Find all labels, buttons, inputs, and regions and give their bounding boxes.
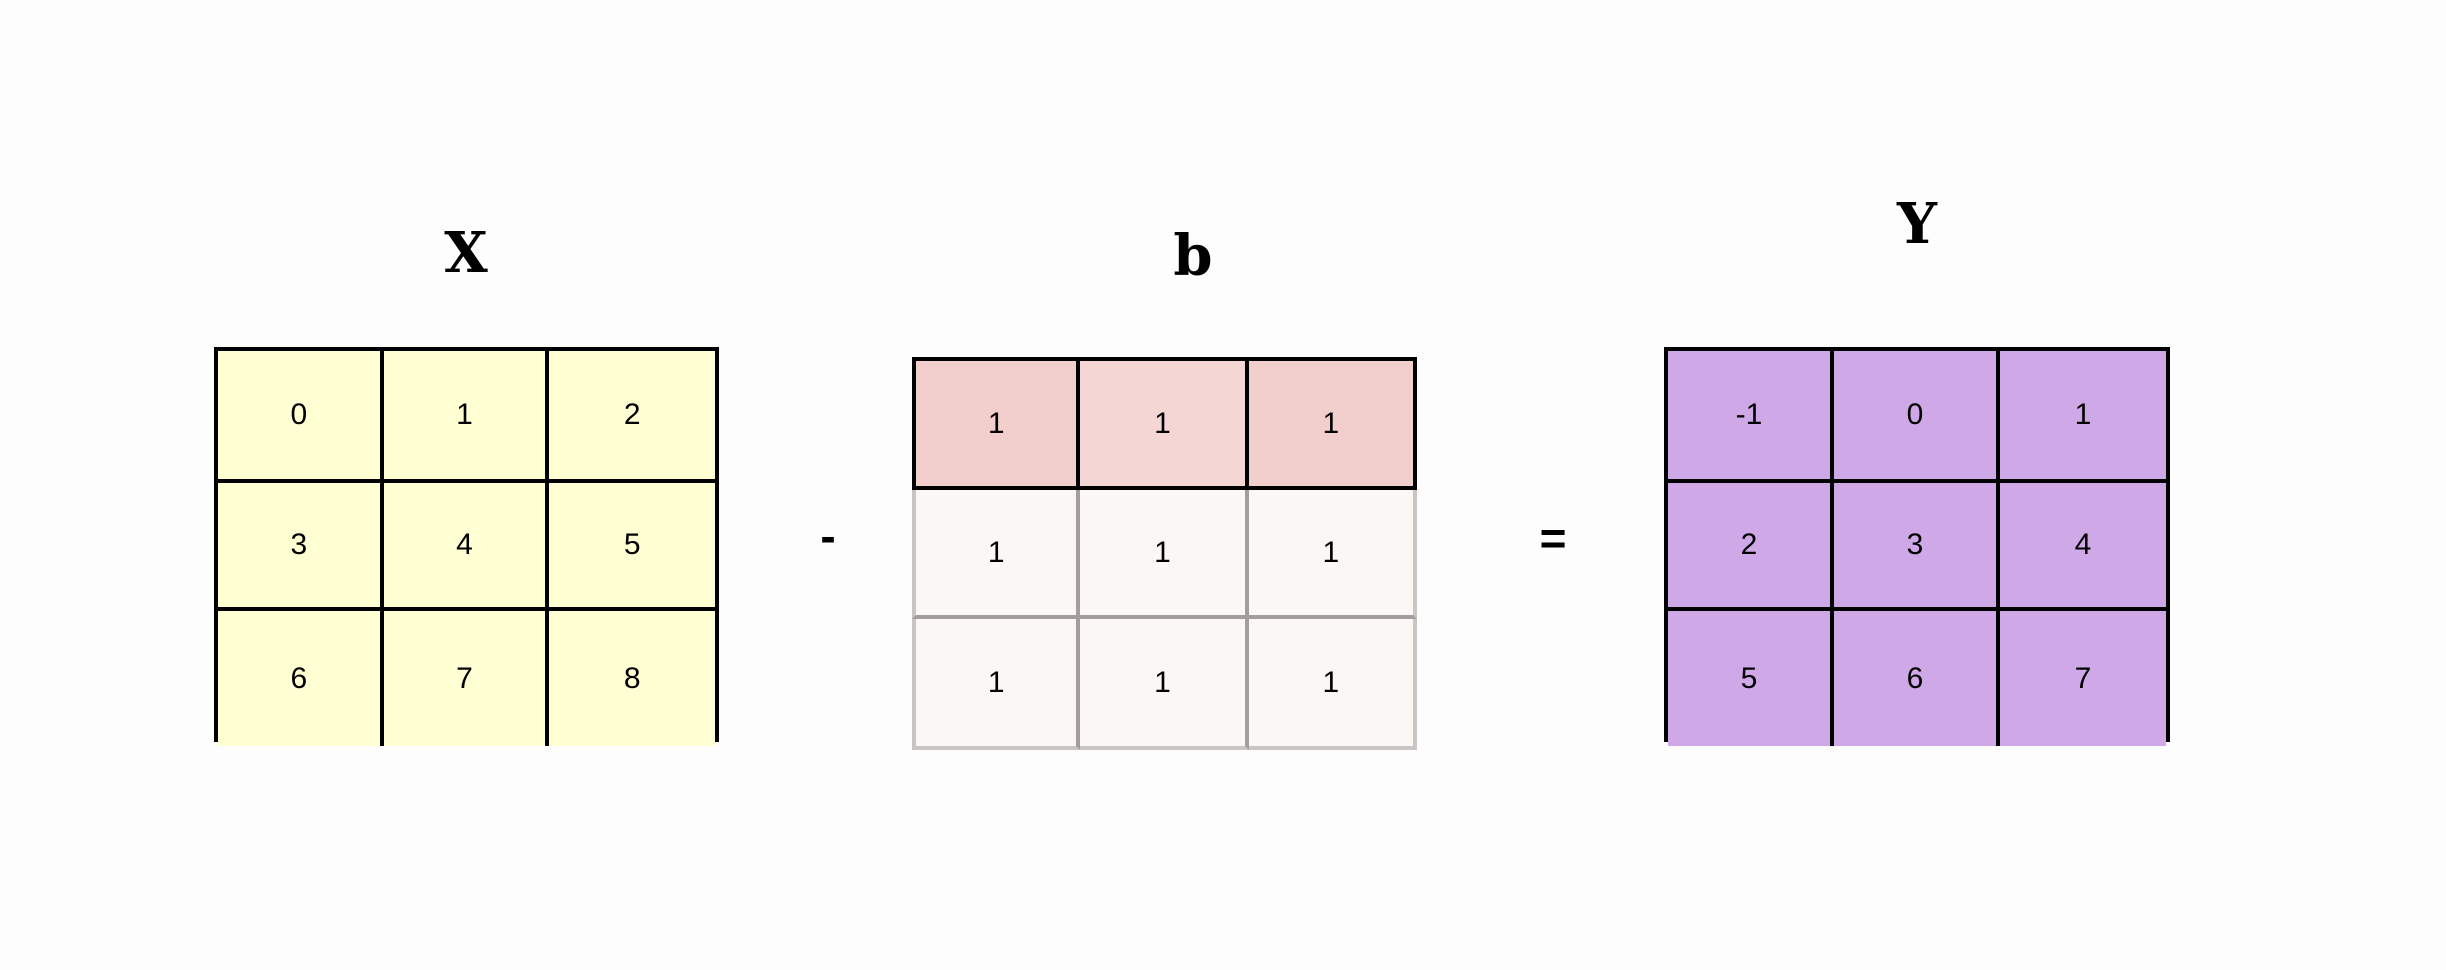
matrix-x-cell: 1	[383, 351, 550, 483]
matrix-b-ghost-cell: 1	[1080, 490, 1249, 619]
matrix-y-grid: -1 0 1 2 3 4 5 6 7	[1664, 347, 2170, 746]
matrix-y-cell: -1	[1668, 351, 1834, 483]
matrix-x-cell: 3	[218, 483, 384, 611]
matrix-y-cell: 1	[2000, 351, 2166, 483]
matrix-y-title: Y	[1897, 191, 1937, 257]
matrix-y-cell: 3	[1834, 483, 2000, 611]
matrix-b-cell: 1	[1248, 357, 1417, 490]
matrix-y-cell: 6	[1834, 611, 2000, 746]
matrix-x-cell: 6	[218, 611, 384, 746]
matrix-x-cell: 5	[549, 483, 715, 611]
matrix-y-cell: 2	[1668, 483, 1834, 611]
matrix-x-cell: 4	[383, 483, 550, 611]
matrix-x-grid: 0 1 2 3 4 5 6 7 8	[214, 347, 719, 746]
matrix-x-cell: 2	[549, 351, 715, 483]
matrix-x-cell: 0	[218, 351, 384, 483]
matrix-b-ghost-cell: 1	[912, 490, 1081, 619]
matrix-y-cell: 4	[2000, 483, 2166, 611]
matrix-x-cell: 8	[549, 611, 715, 746]
matrix-y-cell: 0	[1834, 351, 2000, 483]
matrix-x-cell: 7	[383, 611, 550, 746]
matrix-b-grid: 1 1 1 1 1 1 1 1 1	[912, 357, 1417, 750]
matrix-y-cell: 7	[2000, 611, 2166, 746]
matrix-b-title: b	[1173, 223, 1213, 289]
matrix-b-ghost-cell: 1	[912, 619, 1081, 750]
matrix-b-cell: 1	[912, 357, 1081, 490]
equals-operator: =	[1539, 512, 1567, 564]
matrix-b-ghost-cell: 1	[1080, 619, 1249, 750]
matrix-y-cell: 5	[1668, 611, 1834, 746]
minus-operator: -	[820, 510, 836, 562]
matrix-x-title: X	[444, 220, 488, 286]
matrix-b-ghost-cell: 1	[1248, 490, 1417, 619]
matrix-b-ghost-cell: 1	[1248, 619, 1417, 750]
matrix-b-cell: 1	[1080, 357, 1249, 490]
